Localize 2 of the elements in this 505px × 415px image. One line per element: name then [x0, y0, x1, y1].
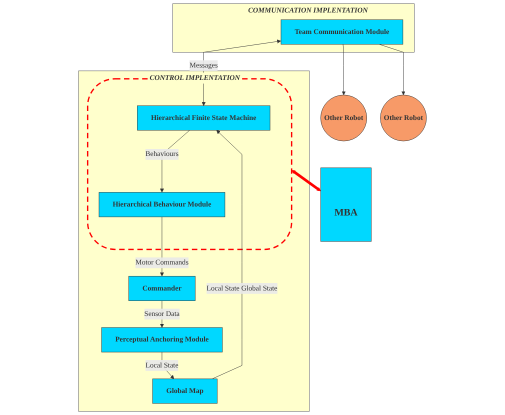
node-box: MBA	[320, 168, 372, 242]
arrow	[292, 170, 321, 192]
